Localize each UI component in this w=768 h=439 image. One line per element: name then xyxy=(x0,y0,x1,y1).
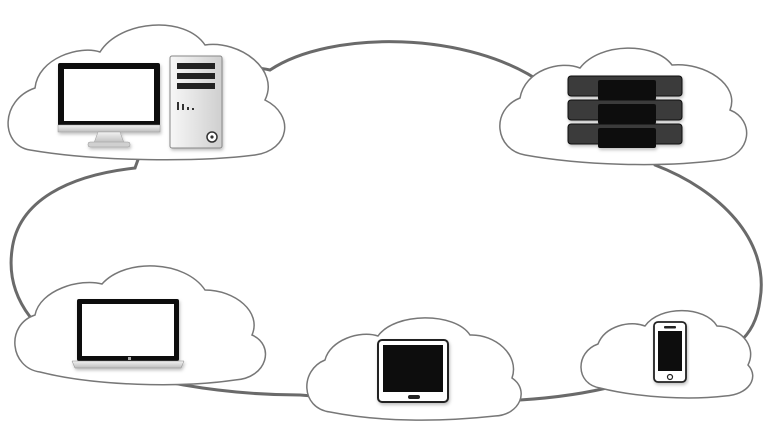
smartphone-icon xyxy=(653,321,687,383)
laptop-icon xyxy=(71,299,185,369)
tablet-icon xyxy=(377,339,449,403)
server-rack-icon xyxy=(567,75,683,148)
desktop-pc-icon xyxy=(57,55,223,149)
